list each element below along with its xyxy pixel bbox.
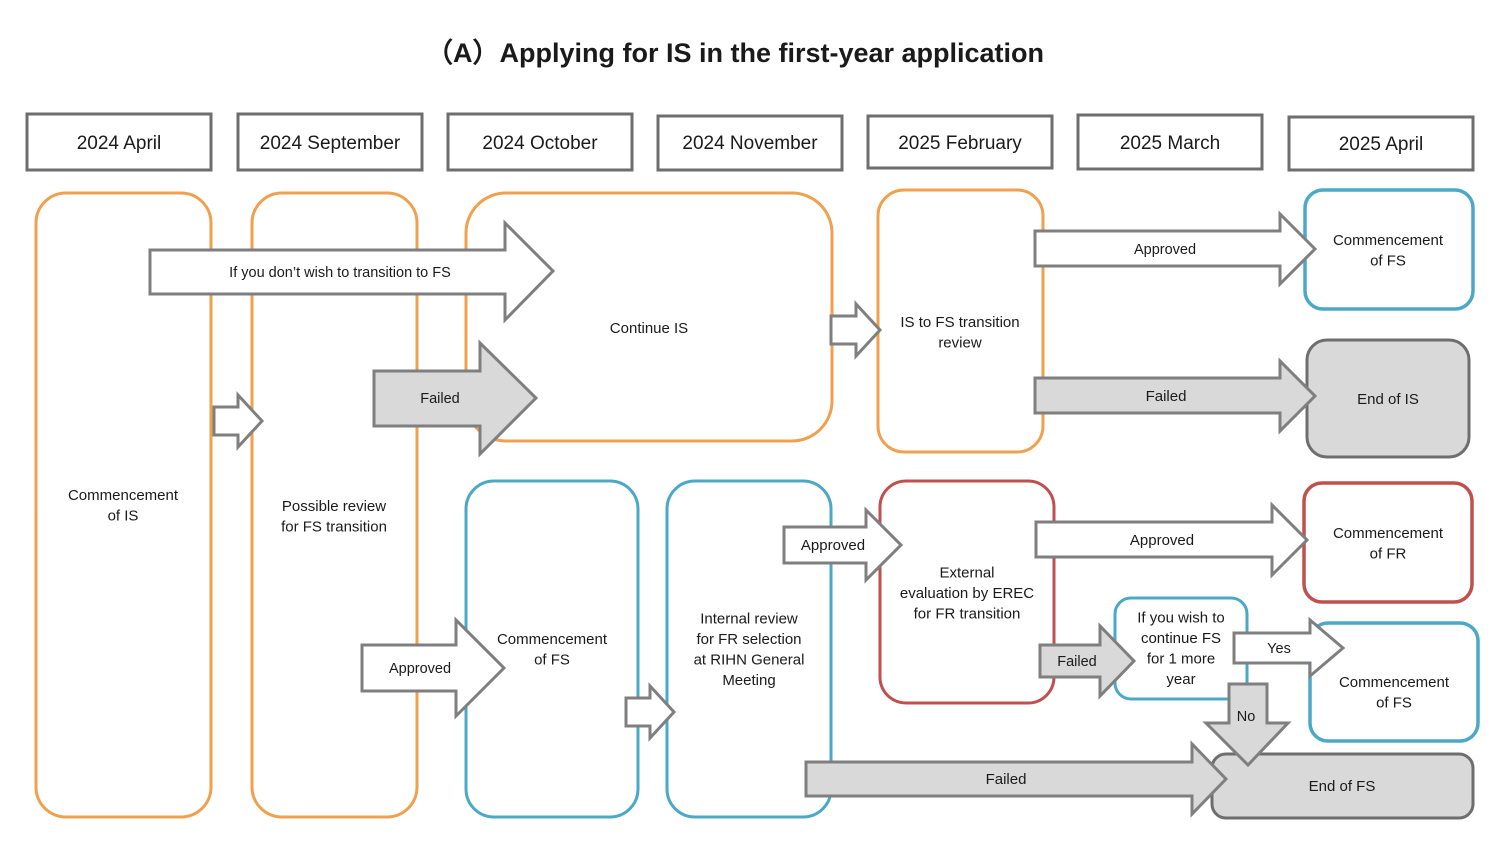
header-label: 2025 March <box>1120 133 1220 154</box>
header-2024-october: 2024 October <box>446 112 634 172</box>
text-continue-is: Continue IS <box>610 320 688 337</box>
header-2025-april: 2025 April <box>1287 115 1475 172</box>
arrow-small-to-internal-review <box>624 682 677 742</box>
arrow-failed-to-continue-is <box>372 339 539 458</box>
box-commencement-fr <box>1302 481 1474 604</box>
label-failed-external: Failed <box>1057 654 1097 670</box>
arrow-failed-external <box>1038 622 1137 700</box>
header-2025-february: 2025 February <box>866 114 1054 170</box>
box-commencement-fs-right <box>1308 621 1480 743</box>
box-external-evaluation <box>878 479 1056 705</box>
header-label: 2024 September <box>260 133 401 154</box>
box-commencement-fs-mid <box>464 479 640 819</box>
header-label: 2024 April <box>77 133 162 154</box>
arrow-failed-top <box>1033 357 1318 435</box>
arrow-approved-fr <box>1034 501 1310 579</box>
header-label: 2025 April <box>1339 134 1424 155</box>
box-is-fs-review <box>876 188 1045 454</box>
arrow-failed-bottom <box>804 740 1229 818</box>
box-commencement-of-is <box>34 191 213 819</box>
box-internal-review <box>665 479 833 819</box>
label-approved-top: Approved <box>1134 242 1196 258</box>
header-label: 2024 October <box>482 133 598 154</box>
label-approved-to-external: Approved <box>801 537 865 554</box>
header-2024-september: 2024 September <box>236 112 424 172</box>
label-no: No <box>1237 709 1256 725</box>
arrow-approved-to-external <box>782 506 904 584</box>
text-end-of-is: End of IS <box>1357 391 1419 408</box>
text-end-of-fs: End of FS <box>1309 778 1376 795</box>
label-failed-bottom: Failed <box>986 771 1027 788</box>
header-2024-april: 2024 April <box>25 112 213 172</box>
header-2024-november: 2024 November <box>656 114 844 172</box>
timeline-headers: 2024 April 2024 September 2024 October 2… <box>25 112 1475 172</box>
arrow-small-to-is-fs-review <box>829 300 883 360</box>
header-label: 2024 November <box>682 133 818 154</box>
arrow-yes <box>1232 616 1346 680</box>
label-no-transition: If you don’t wish to transition to FS <box>229 265 451 281</box>
arrow-no-transition <box>148 219 556 324</box>
label-yes: Yes <box>1267 641 1291 657</box>
diagram-title: （A）Applying for IS in the first-year app… <box>426 38 1044 68</box>
label-approved-fr: Approved <box>1130 532 1194 549</box>
header-2025-march: 2025 March <box>1076 113 1264 171</box>
label-approved-to-fs: Approved <box>389 661 451 677</box>
arrow-approved-top <box>1033 210 1318 288</box>
arrow-no <box>1202 682 1292 768</box>
header-label: 2025 February <box>898 133 1022 154</box>
arrow-small-april-september <box>212 391 265 451</box>
box-commencement-fs-top <box>1303 188 1475 311</box>
arrow-approved-to-fs <box>360 616 507 720</box>
label-failed-to-continue: Failed <box>420 391 460 407</box>
label-failed-top: Failed <box>1146 388 1187 405</box>
